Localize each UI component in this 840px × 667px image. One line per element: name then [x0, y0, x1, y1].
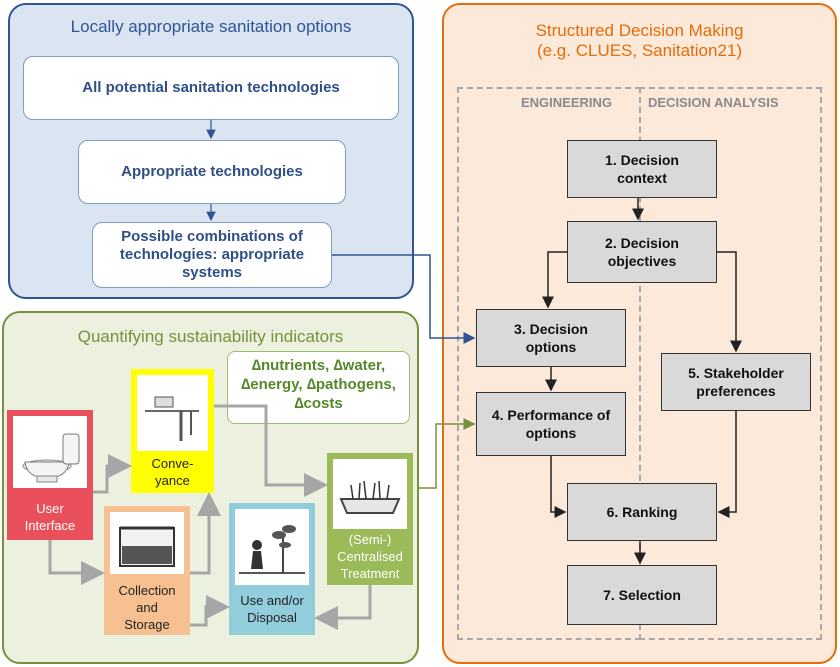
sdm-title-line2: (e.g. CLUES, Sanitation21)	[536, 41, 743, 60]
arrow-storage-to-disposal	[190, 595, 230, 627]
all-technologies-box: All potential sanitation technologies	[23, 56, 399, 120]
step-ranking: 6. Ranking	[567, 483, 717, 541]
sanitation-panel-title: Locally appropriate sanitation options	[70, 17, 352, 36]
arrow-preferences-to-ranking	[717, 411, 737, 518]
storage-tank-icon	[119, 526, 175, 567]
decision-analysis-column	[639, 87, 822, 640]
engineering-heading: ENGINEERING	[521, 95, 613, 110]
step-decision-options: 3. Decision options	[476, 309, 626, 367]
step-stakeholder-preferences: 5. Stakeholder preferences	[661, 353, 811, 411]
conveyance-box: Conve-yance	[131, 369, 214, 493]
user-interface-box: User Interface	[7, 410, 93, 540]
step-decision-context: 1. Decision context	[567, 140, 717, 198]
step-performance-options: 4. Performance of options	[476, 392, 626, 456]
arrow-performance-to-ranking	[550, 456, 567, 518]
sustainability-panel-title: Quantifying sustainability indicators	[77, 327, 344, 346]
arrow-storage-to-conveyance	[190, 492, 221, 575]
appropriate-systems-box: Possible combinations of technologies: a…	[92, 222, 332, 288]
appropriate-technologies-box: Appropriate technologies	[78, 140, 346, 204]
treatment-wetland-icon	[339, 480, 401, 514]
arrow-objectives-to-preferences	[717, 251, 742, 353]
arrow-ui-to-storage	[48, 540, 105, 585]
toilet-icon	[22, 433, 80, 483]
arrow-conveyance-to-treatment	[214, 404, 328, 497]
sdm-title-line1: Structured Decision Making	[535, 21, 744, 40]
treatment-box: (Semi-) Centralised Treatment	[327, 453, 413, 585]
arrow-ui-to-conveyance	[93, 454, 132, 494]
use-disposal-label: Use and/or Disposal	[240, 593, 304, 625]
sustainability-factors-box: ∆nutrients, ∆water, ∆energy, ∆pathogens,…	[227, 351, 410, 424]
use-disposal-box: Use and/or Disposal	[229, 503, 315, 635]
user-interface-label: User Interface	[24, 501, 76, 533]
conveyance-label: Conve-yance	[151, 456, 194, 488]
plant-person-icon	[239, 525, 305, 574]
arrow-treatment-to-performance	[419, 418, 476, 489]
decision-analysis-heading: DECISION ANALYSIS	[648, 95, 779, 110]
collection-storage-label: Collection and Storage	[118, 583, 176, 632]
collection-storage-box: Collection and Storage	[104, 506, 190, 635]
step-selection: 7. Selection	[567, 565, 717, 625]
step-decision-objectives: 2. Decision objectives	[567, 221, 717, 283]
arrow-objectives-to-options	[542, 251, 567, 309]
arrow-treatment-to-disposal	[314, 585, 372, 630]
arrow-systems-to-options	[332, 254, 476, 344]
treatment-label: (Semi-) Centralised Treatment	[337, 532, 403, 581]
conveyance-icon	[145, 396, 199, 441]
